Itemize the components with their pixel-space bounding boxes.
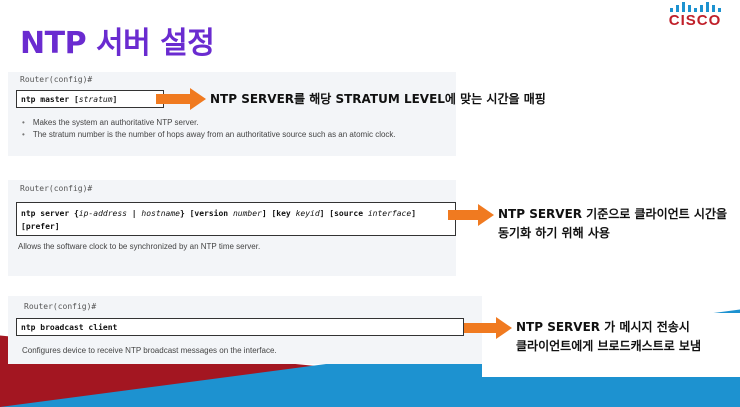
section-ntp-broadcast: Router(config)# ntp broadcast client Con… (8, 296, 482, 364)
description-text: Allows the software clock to be synchron… (18, 242, 261, 251)
command-token: ] [source (319, 209, 368, 218)
command-token: ntp server { (21, 209, 79, 218)
description-list: Makes the system an authoritative NTP se… (22, 118, 396, 142)
note-ntp-server: NTP SERVER 기준으로 클라이언트 시간을 동기화 하기 위해 사용 (498, 207, 728, 240)
arrow-right-icon (448, 204, 494, 226)
description-text: Configures device to receive NTP broadca… (22, 346, 277, 355)
cisco-logo: CISCO (660, 0, 730, 30)
page-title: NTP 서버 설정 (20, 26, 215, 61)
command-ntp-broadcast: ntp broadcast client (16, 318, 464, 336)
command-token: | (126, 209, 142, 218)
command-token: number (232, 209, 262, 218)
cli-prompt: Router(config)# (20, 184, 93, 193)
command-token: interface (367, 209, 412, 218)
command-token: ip-address (78, 209, 127, 218)
command-token: ] (411, 209, 417, 218)
description-item: The stratum number is the number of hops… (22, 130, 396, 139)
cli-prompt: Router(config)# (24, 302, 97, 311)
cli-prompt: Router(config)# (20, 75, 93, 84)
arrow-right-icon (464, 317, 512, 339)
command-token: ] [key (261, 209, 296, 218)
description-item: Makes the system an authoritative NTP se… (22, 118, 396, 127)
cisco-wordmark: CISCO (668, 12, 722, 29)
command-ntp-server: ntp server {ip-address | hostname} [vers… (16, 202, 456, 236)
note-ntp-broadcast: NTP SERVER 가 메시지 전송시 클라이언트에게 브로드캐스트로 보냄 (516, 320, 701, 353)
command-token: keyid (295, 209, 320, 218)
command-token: [prefer] (21, 222, 60, 231)
command-token: } [version (179, 209, 233, 218)
command-ntp-master: ntp master [stratum] (16, 90, 164, 108)
command-token: hostname (141, 209, 180, 218)
note-background (482, 313, 740, 377)
note-ntp-master: NTP SERVER를 해당 STRATUM LEVEL에 맞는 시간을 매핑 (210, 92, 546, 106)
section-ntp-master: Router(config)# ntp master [stratum] Mak… (8, 72, 456, 156)
section-ntp-server: Router(config)# ntp server {ip-address |… (8, 180, 456, 276)
arrow-right-icon (156, 88, 206, 110)
cisco-bars-icon (660, 0, 730, 12)
